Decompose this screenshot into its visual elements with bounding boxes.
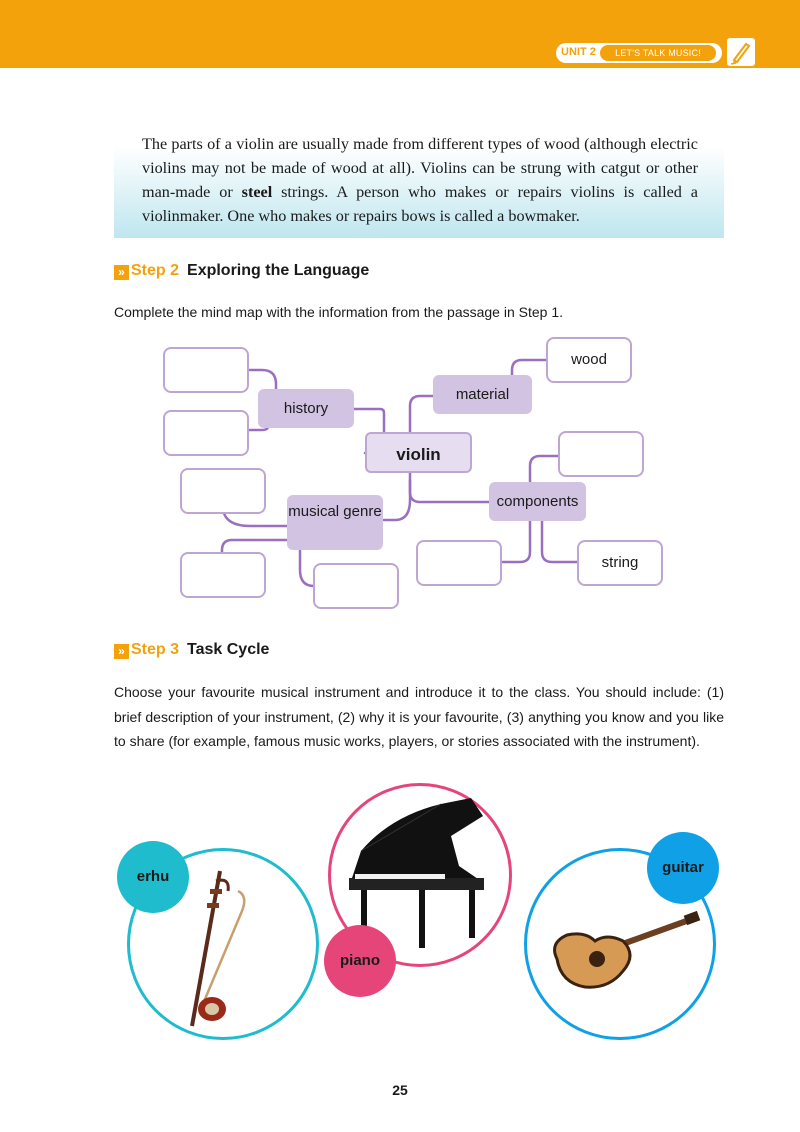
unit-title: LET'S TALK MUSIC! <box>600 45 716 61</box>
mind-map-connectors <box>220 358 579 588</box>
step3-number: Step 3 <box>131 641 180 658</box>
unit-label: UNIT 2 <box>561 46 596 58</box>
passage-bold-word: steel <box>241 183 273 201</box>
genre-blank-2[interactable] <box>180 552 266 598</box>
step2-heading: »Step 2 Exploring the Language <box>114 262 369 280</box>
genre-blank-3[interactable] <box>313 563 399 609</box>
components-blank-2[interactable] <box>416 540 502 586</box>
node-material: material <box>433 375 532 414</box>
page-number: 25 <box>392 1082 408 1098</box>
passage-box: The parts of a violin are usually made f… <box>114 124 724 238</box>
node-musical-genre: musical genre <box>287 495 383 550</box>
passage-text: The parts of a violin are usually made f… <box>142 135 698 225</box>
step3-title: Task Cycle <box>187 641 270 658</box>
step-arrow-icon: » <box>114 644 129 659</box>
pen-icon <box>727 38 755 66</box>
step2-number: Step 2 <box>131 262 180 279</box>
erhu-image <box>190 870 246 1027</box>
step3-text: Choose your favourite musical instrument… <box>114 684 724 749</box>
piano-circle <box>328 783 512 967</box>
genre-blank-1[interactable] <box>180 468 266 514</box>
erhu-circle <box>127 848 319 1040</box>
step3-heading: »Step 3 Task Cycle <box>114 641 269 659</box>
wood-answer-box: wood <box>546 337 632 383</box>
node-violin: violin <box>365 432 472 473</box>
guitar-image <box>553 910 701 989</box>
erhu-badge: erhu <box>117 841 189 913</box>
node-components: components <box>489 482 586 521</box>
step2-title: Exploring the Language <box>187 262 370 279</box>
history-blank-1[interactable] <box>163 347 249 393</box>
guitar-badge: guitar <box>647 832 719 904</box>
step2-instruction: Complete the mind map with the informati… <box>114 304 564 320</box>
piano-badge: piano <box>324 925 396 997</box>
step-arrow-icon: » <box>114 265 129 280</box>
history-blank-2[interactable] <box>163 410 249 456</box>
node-history: history <box>258 389 354 428</box>
piano-image <box>349 798 484 948</box>
mind-map: history violin material wood musical gen… <box>0 330 800 630</box>
components-blank-1[interactable] <box>558 431 644 477</box>
string-answer-box: string <box>577 540 663 586</box>
